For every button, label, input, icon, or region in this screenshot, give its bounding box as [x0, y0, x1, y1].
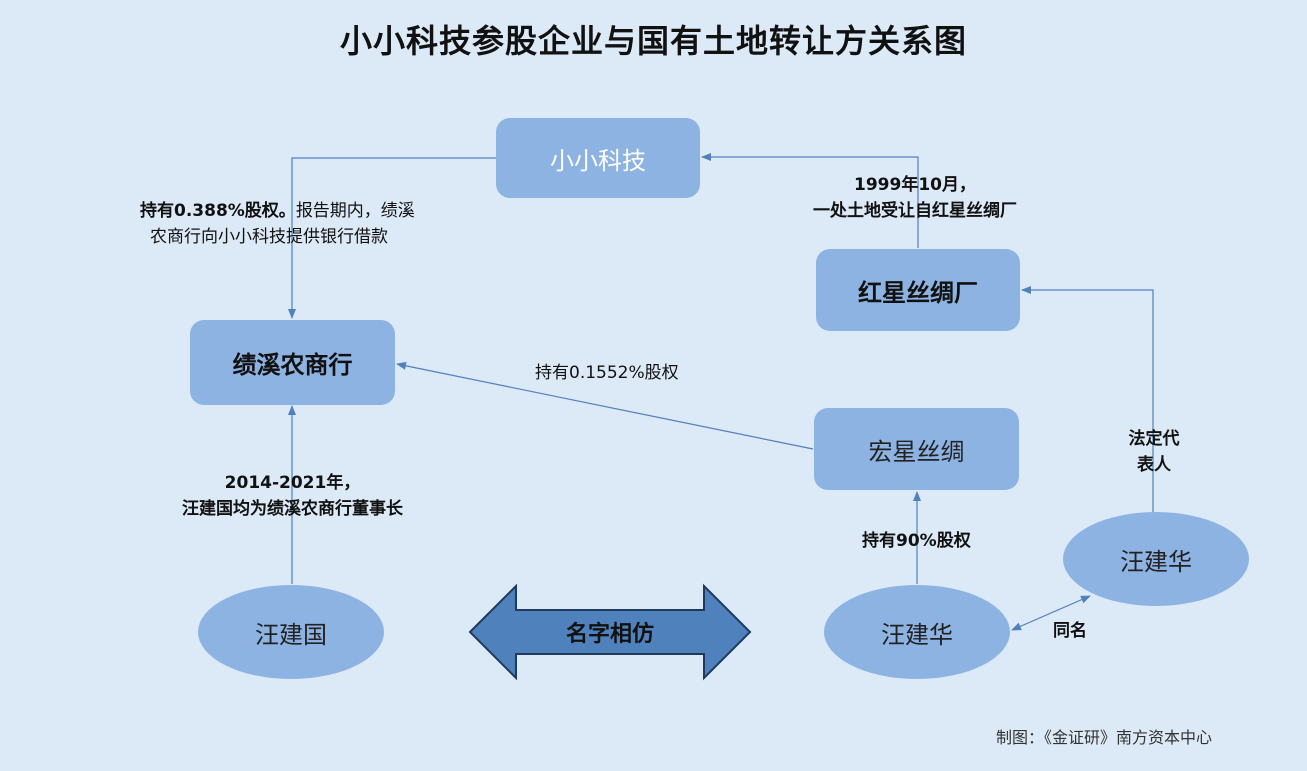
label-silk-holding: 持有0.1552%股权: [535, 363, 679, 383]
label-same-name: 同名: [1053, 621, 1087, 641]
similar-name-double-arrow: [468, 583, 752, 681]
label-chairman: 2014-2021年， 汪建国均为绩溪农商行董事长: [150, 470, 435, 522]
label-similar-name: 名字相仿: [565, 622, 654, 647]
label-land-line-2: 一处土地受让自红星丝绸厂: [813, 201, 1017, 221]
node-hongxing-silk: 宏星丝绸: [814, 408, 1019, 490]
label-legal-rep-line-1: 法定代: [1128, 429, 1180, 449]
node-wang-jianguo: 汪建国: [198, 585, 384, 679]
node-wang-jianhua-2: 汪建华: [1063, 512, 1249, 606]
edge-xiaoxiao-to-bank: [288, 157, 496, 319]
label-legal-rep: 法定代 表人: [1122, 426, 1186, 478]
diagram-title: 小小科技参股企业与国有土地转让方关系图: [339, 22, 967, 60]
label-land-transfer: 1999年10月， 一处土地受让自红星丝绸厂: [770, 172, 1060, 224]
node-hongxing-factory: 红星丝绸厂: [816, 249, 1020, 331]
label-bank-holding-rest-1: 报告期内，绩溪: [295, 201, 415, 221]
label-bank-holding-bold: 持有0.388%股权。: [140, 201, 296, 221]
label-bank-holding: 持有0.388%股权。报告期内，绩溪 农商行向小小科技提供银行借款: [140, 198, 415, 250]
label-legal-rep-line-2: 表人: [1137, 455, 1171, 475]
edge-silk-to-bank: [396, 361, 814, 450]
edge-jianhua-to-factory: [1021, 286, 1154, 512]
label-chairman-line-1: 2014-2021年，: [224, 473, 361, 493]
label-chairman-line-2: 汪建国均为绩溪农商行董事长: [182, 499, 403, 519]
node-jixi-bank: 绩溪农商行: [190, 320, 395, 405]
edge-same-name: [1011, 595, 1091, 631]
edge-factory-to-xiaoxiao: [701, 153, 919, 248]
label-hold-90: 持有90%股权: [862, 531, 971, 551]
node-wang-jianhua-1: 汪建华: [824, 585, 1010, 679]
label-land-line-1: 1999年10月，: [854, 175, 976, 195]
node-xiaoxiao: 小小科技: [496, 118, 700, 198]
credit-text: 制图：《金证研》南方资本中心: [996, 728, 1213, 747]
label-bank-holding-rest-2: 农商行向小小科技提供银行借款: [150, 227, 388, 247]
